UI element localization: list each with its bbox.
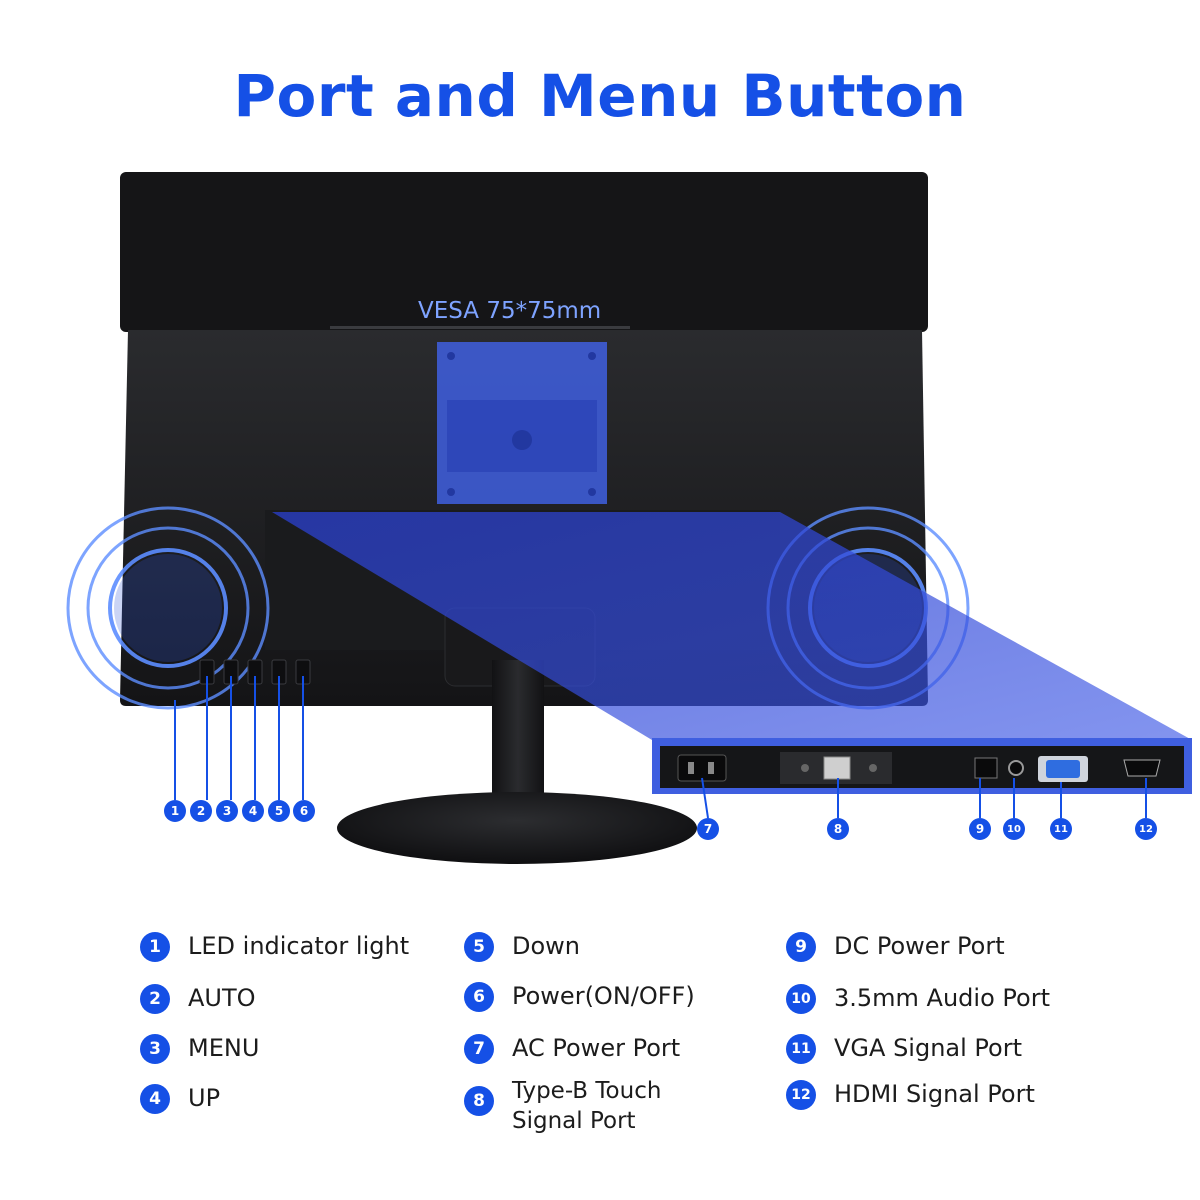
legend-item-led: 1 LED indicator light <box>140 930 409 962</box>
legend-item-down: 5 Down <box>464 930 580 962</box>
callout-3: 3 <box>216 800 238 822</box>
legend-num: 8 <box>464 1086 494 1116</box>
legend-item-type-b: 8 Type-B Touch Signal Port <box>464 1076 682 1136</box>
callout-11: 11 <box>1050 818 1072 840</box>
legend-num: 10 <box>786 984 816 1014</box>
legend-num: 6 <box>464 982 494 1012</box>
callout-7: 7 <box>697 818 719 840</box>
legend-num: 2 <box>140 984 170 1014</box>
legend-item-auto: 2 AUTO <box>140 982 256 1014</box>
legend-num: 5 <box>464 932 494 962</box>
callout-2: 2 <box>190 800 212 822</box>
left-speaker-icon <box>66 506 270 710</box>
callout-1: 1 <box>164 800 186 822</box>
legend-label: UP <box>188 1084 221 1112</box>
legend-num: 12 <box>786 1080 816 1110</box>
callout-8: 8 <box>827 818 849 840</box>
legend-num: 7 <box>464 1034 494 1064</box>
page-title: Port and Menu Button <box>233 62 967 130</box>
callout-lines <box>174 676 1147 819</box>
legend-item-hdmi: 12 HDMI Signal Port <box>786 1078 1035 1110</box>
legend-label: AUTO <box>188 984 256 1012</box>
callout-6: 6 <box>293 800 315 822</box>
legend-item-audio: 10 3.5mm Audio Port <box>786 982 1050 1014</box>
legend-num: 11 <box>786 1034 816 1064</box>
callout-5: 5 <box>268 800 290 822</box>
port-highlight-beam <box>272 512 1192 740</box>
legend-item-power: 6 Power(ON/OFF) <box>464 980 695 1012</box>
legend-num: 1 <box>140 932 170 962</box>
callout-4: 4 <box>242 800 264 822</box>
vesa-mount <box>437 342 607 504</box>
legend-label: LED indicator light <box>188 932 410 960</box>
legend-label: Power(ON/OFF) <box>512 982 695 1010</box>
legend-item-dc-power: 9 DC Power Port <box>786 930 1005 962</box>
legend-label: MENU <box>188 1034 260 1062</box>
callout-9: 9 <box>969 818 991 840</box>
legend-item-up: 4 UP <box>140 1082 220 1114</box>
legend-label: DC Power Port <box>834 932 1005 960</box>
legend-label: AC Power Port <box>512 1034 681 1062</box>
monitor-stand <box>337 660 697 864</box>
legend-item-vga: 11 VGA Signal Port <box>786 1032 1022 1064</box>
vesa-label: VESA 75*75mm <box>418 298 602 324</box>
legend-label: VGA Signal Port <box>834 1034 1022 1062</box>
legend-item-ac-power: 7 AC Power Port <box>464 1032 680 1064</box>
callout-10: 10 <box>1003 818 1025 840</box>
legend-label: 3.5mm Audio Port <box>834 984 1050 1012</box>
legend-num: 3 <box>140 1034 170 1064</box>
port-strip <box>652 738 1192 794</box>
legend-label: Type-B Touch Signal Port <box>512 1078 662 1134</box>
legend-item-menu: 3 MENU <box>140 1032 259 1064</box>
legend-num: 4 <box>140 1084 170 1114</box>
legend-label: Down <box>512 932 581 960</box>
callout-12: 12 <box>1135 818 1157 840</box>
legend-num: 9 <box>786 932 816 962</box>
legend-label: HDMI Signal Port <box>834 1080 1035 1108</box>
